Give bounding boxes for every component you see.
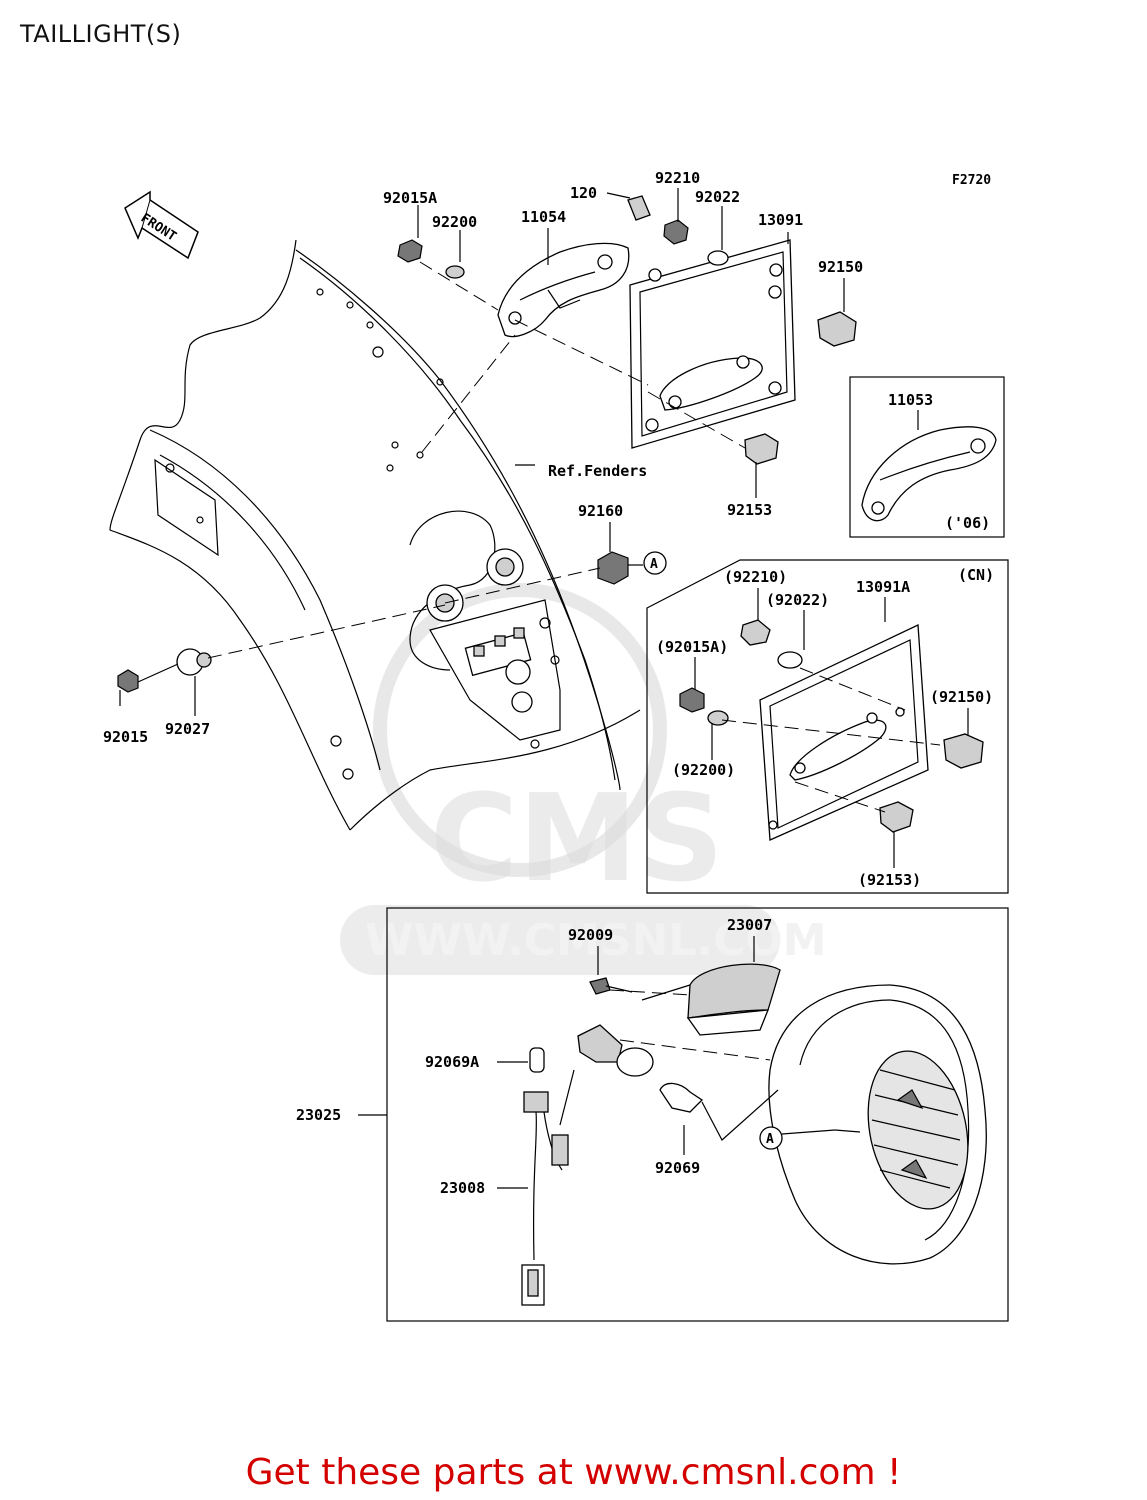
license-frame-13091 — [629, 239, 796, 449]
label-11053: 11053 — [888, 391, 933, 409]
fender-mount-plate — [409, 510, 561, 741]
region-label: (CN) — [958, 566, 994, 584]
rear-fender — [109, 239, 641, 831]
label-23025: 23025 — [296, 1106, 341, 1124]
label-92069A: 92069A — [425, 1053, 479, 1071]
front-direction-marker: FRONT — [124, 190, 199, 260]
label-cn-92153: (92153) — [858, 871, 921, 889]
label-cn-92210: (92210) — [724, 568, 787, 586]
hardware-parts — [117, 195, 857, 693]
label-92160: 92160 — [578, 502, 623, 520]
label-92009: 92009 — [568, 926, 613, 944]
leader-lines — [119, 188, 845, 716]
watermark-url: WWW.CMSNL.COM — [365, 915, 827, 966]
label-92200: 92200 — [432, 213, 477, 231]
label-92027: 92027 — [165, 720, 210, 738]
label-92153: 92153 — [727, 501, 772, 519]
label-cn-92015A: (92015A) — [656, 638, 728, 656]
callout-a-upper: A — [650, 557, 658, 572]
label-23008: 23008 — [440, 1179, 485, 1197]
label-13091A: 13091A — [856, 578, 910, 596]
label-92015A: 92015A — [383, 189, 437, 207]
label-92210: 92210 — [655, 169, 700, 187]
cms-watermark-logo: CMS WWW.CMSNL.COM — [340, 583, 827, 975]
promo-banner[interactable]: Get these parts at www.cmsnl.com ! — [245, 1452, 902, 1493]
watermark-brand: CMS — [430, 770, 724, 909]
label-120: 120 — [570, 184, 597, 202]
model-year-label: ('06) — [945, 514, 990, 532]
taillight-assembly-box: 92009 23007 92069A 23025 92069 23008 — [296, 907, 1009, 1322]
label-cn-92022: (92022) — [766, 591, 829, 609]
label-cn-92200: (92200) — [672, 761, 735, 779]
ref-fenders-label: Ref.Fenders — [548, 462, 647, 480]
parts-diagram: CMS WWW.CMSNL.COM F2720 FRONT — [103, 169, 1009, 1322]
bracket-11054 — [497, 242, 630, 338]
figure-code: F2720 — [952, 173, 991, 188]
label-92015: 92015 — [103, 728, 148, 746]
callout-a-lower: A — [766, 1132, 774, 1147]
label-92069: 92069 — [655, 1159, 700, 1177]
inset-cn-license-frame: (CN) (92210) (92022) 13091A (92015A) (92… — [646, 559, 1009, 894]
label-92150: 92150 — [818, 258, 863, 276]
label-92022: 92022 — [695, 188, 740, 206]
label-23007: 23007 — [727, 916, 772, 934]
inset-11053: 11053 ('06) — [849, 376, 1005, 538]
label-13091: 13091 — [758, 211, 803, 229]
label-11054: 11054 — [521, 208, 566, 226]
label-cn-92150: (92150) — [930, 688, 993, 706]
page-title: TAILLIGHT(S) — [20, 20, 182, 48]
